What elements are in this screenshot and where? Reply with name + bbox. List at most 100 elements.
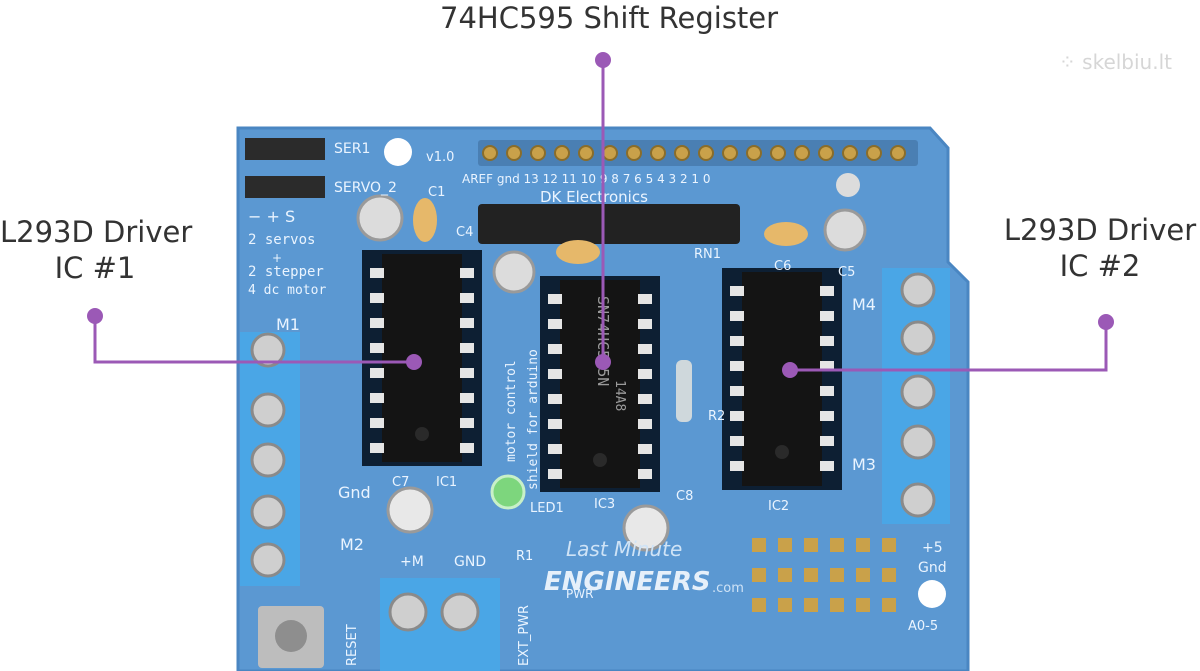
- label-driver-ic2-line2: IC #2: [1059, 249, 1141, 283]
- silk-plus: +: [272, 251, 282, 265]
- chip-pin: [548, 369, 562, 379]
- analog-pin: [804, 598, 818, 612]
- chip-pin: [370, 268, 384, 278]
- reset-button-cap: [275, 620, 307, 652]
- chip-pin: [370, 418, 384, 428]
- header-pin: [650, 145, 666, 161]
- analog-pin: [804, 568, 818, 582]
- header-pin: [530, 145, 546, 161]
- chip-pin: [460, 368, 474, 378]
- terminal-screw: [900, 424, 936, 460]
- analog-pin: [752, 598, 766, 612]
- callout-dot-right-target: [782, 362, 798, 378]
- capacitor-left-mid: [492, 250, 536, 294]
- chip-pin: [460, 343, 474, 353]
- silk-c5: C5: [838, 265, 855, 280]
- chip-pin: [370, 443, 384, 453]
- capacitor-c7: [386, 486, 434, 534]
- mounting-hole-top: [384, 138, 412, 166]
- chip-pin: [730, 311, 744, 321]
- header-pin: [794, 145, 810, 161]
- chip-pin: [820, 386, 834, 396]
- callout-line-right: [790, 322, 1108, 372]
- terminal-screw: [440, 592, 480, 632]
- silk-c8: C8: [676, 489, 693, 504]
- silk-shield-for-arduino: shield for arduino: [526, 349, 541, 490]
- header-pin: [674, 145, 690, 161]
- silk-header-labels: AREF gnd 13 12 11 10 9 8 7 6 5 4 3 2 1 0: [462, 172, 711, 186]
- logo-line1: Last Minute: [566, 537, 682, 561]
- resistor-network: [478, 204, 740, 244]
- analog-pin: [804, 538, 818, 552]
- header-pin: [602, 145, 618, 161]
- chip-pin: [730, 336, 744, 346]
- callout-dot-right-anchor: [1098, 314, 1114, 330]
- callout-lines: [93, 60, 1108, 372]
- chip-pin: [370, 368, 384, 378]
- analog-pin: [830, 598, 844, 612]
- silk-two-servos: 2 servos: [248, 232, 315, 248]
- chip-pin: [370, 293, 384, 303]
- terminal-screw: [900, 320, 936, 356]
- silk-servo2: SERVO_2: [334, 180, 397, 196]
- analog-pin-grid: [752, 538, 896, 612]
- chip-pin: [730, 361, 744, 371]
- chip-pin: [638, 294, 652, 304]
- chip-pin: [460, 443, 474, 453]
- silk-plus5: +5: [922, 540, 943, 556]
- label-driver-ic1-line2: IC #1: [54, 251, 136, 285]
- chip-notch: [415, 427, 429, 441]
- chip-pin: [548, 419, 562, 429]
- mounting-hole-bottom: [918, 580, 946, 608]
- header-pin: [770, 145, 786, 161]
- chip-pin: [548, 444, 562, 454]
- silk-m2: M2: [340, 535, 364, 554]
- header-pin: [482, 145, 498, 161]
- silk-dk-electronics: DK Electronics: [540, 188, 648, 206]
- chip-notch: [593, 453, 607, 467]
- chip-pin: [548, 319, 562, 329]
- header-pin: [578, 145, 594, 161]
- chip-pin: [638, 394, 652, 404]
- analog-pin: [830, 538, 844, 552]
- servo1-header: [245, 138, 325, 160]
- chip-pin: [370, 393, 384, 403]
- chip-pin: [820, 336, 834, 346]
- header-pin: [746, 145, 762, 161]
- capacitor-c1: [356, 194, 404, 242]
- analog-pin: [856, 568, 870, 582]
- terminal-screw: [900, 482, 936, 518]
- chip-pin: [460, 393, 474, 403]
- capacitor-small-top: [836, 173, 860, 197]
- terminal-screws: [250, 272, 936, 632]
- analog-pin: [882, 538, 896, 552]
- analog-pin: [856, 538, 870, 552]
- header-pin: [890, 145, 906, 161]
- chip-pins: [370, 268, 834, 479]
- logo-line2: ENGINEERS: [544, 567, 711, 597]
- callout-dot-left-anchor: [87, 308, 103, 324]
- silk-version: v1.0: [426, 150, 454, 165]
- capacitor-c8: [622, 504, 670, 552]
- chip-pin: [370, 343, 384, 353]
- silk-c1: C1: [428, 185, 445, 200]
- header-pin: [626, 145, 642, 161]
- analog-pin: [856, 598, 870, 612]
- terminal-screw: [250, 542, 286, 578]
- chip-pin: [730, 436, 744, 446]
- chip-pin: [730, 461, 744, 471]
- header-pin: [842, 145, 858, 161]
- callout-line-left: [93, 316, 414, 364]
- chip-pin: [460, 318, 474, 328]
- chip-pin: [638, 319, 652, 329]
- capacitor-c6: [764, 222, 808, 246]
- label-shift-register-text: 74HC595 Shift Register: [440, 1, 779, 35]
- analog-pin: [778, 538, 792, 552]
- chip-pin: [820, 411, 834, 421]
- watermark-text: skelbiu.lt: [1082, 50, 1172, 74]
- header-pin: [698, 145, 714, 161]
- chip-pin: [548, 344, 562, 354]
- silk-rn1: RN1: [694, 247, 721, 262]
- resistor-r2: [676, 360, 692, 422]
- chip-pin: [730, 411, 744, 421]
